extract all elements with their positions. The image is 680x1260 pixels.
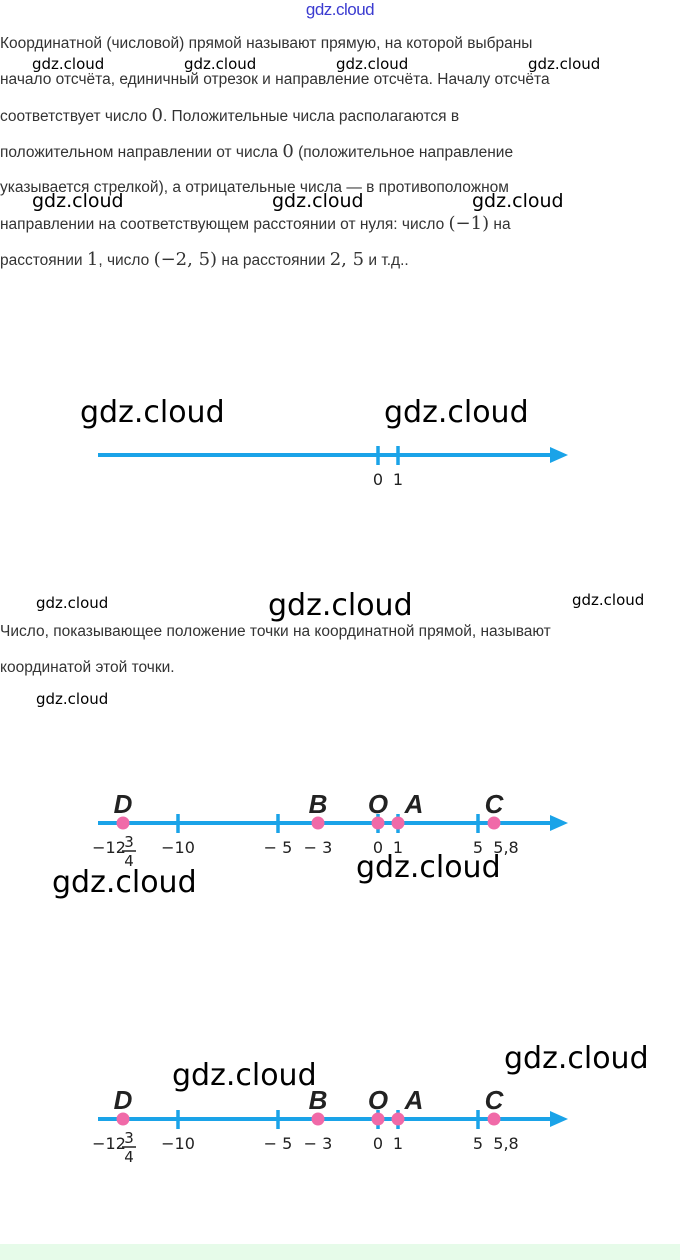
tick-label: 0: [373, 838, 383, 857]
text-line: координатой этой точки.: [0, 659, 175, 676]
watermark: gdz.cloud: [268, 588, 413, 623]
text-line: положительном направлении от числа 0 (по…: [0, 134, 680, 171]
tick-label: −10: [161, 838, 195, 857]
watermark: gdz.cloud: [336, 55, 409, 73]
point-label: A: [404, 1085, 424, 1115]
text-segment: . Положительные числа располагаются в: [162, 108, 460, 125]
text-line: Координатной (числовой) прямой называют …: [0, 35, 533, 52]
point-coordinate: − 3: [304, 1134, 333, 1153]
point-label: B: [309, 789, 328, 819]
watermark: gdz.cloud: [472, 190, 564, 212]
math-expression: 0: [151, 105, 163, 126]
text-segment: на расстоянии: [217, 252, 330, 269]
point-label: O: [368, 789, 388, 819]
tick-label: −10: [161, 1134, 195, 1153]
watermark: gdz.cloud: [172, 1058, 317, 1093]
point-D: [116, 1112, 130, 1126]
tick-label: − 5: [264, 838, 293, 857]
point-label: D: [114, 789, 133, 819]
text-segment: и т.д..: [364, 252, 409, 269]
axis-arrow: [550, 1111, 568, 1127]
point-label: O: [368, 1085, 388, 1115]
watermark: gdz.cloud: [272, 190, 364, 212]
point-label: C: [485, 1085, 505, 1115]
point-label: C: [485, 789, 505, 819]
point-label: D: [114, 1085, 133, 1115]
point-label: A: [404, 789, 424, 819]
text-line: расстоянии 1, число (−2, 5) на расстояни…: [0, 242, 680, 279]
tick-label: − 5: [264, 1134, 293, 1153]
tick-label: 0: [373, 1134, 383, 1153]
text-segment: (положительное направление: [293, 144, 514, 161]
text-segment: на: [489, 216, 511, 233]
point-coordinate: − 3: [304, 838, 333, 857]
point-A: [391, 816, 405, 830]
text-segment: соответствует число: [0, 108, 152, 125]
watermark: gdz.cloud: [36, 594, 109, 612]
tick-label: 5: [473, 838, 483, 857]
axis-arrow: [550, 447, 568, 463]
fraction-numerator: 3: [124, 833, 134, 851]
math-expression: (−1): [448, 213, 490, 234]
math-expression: 1: [86, 249, 99, 270]
tick-label: 0: [373, 470, 383, 485]
point-C: [487, 1112, 501, 1126]
text-segment: направлении на соответствующем расстояни…: [0, 216, 449, 233]
watermark: gdz.cloud: [80, 395, 225, 430]
watermark: gdz.cloud: [504, 1041, 649, 1076]
point-O: [371, 816, 385, 830]
point-coordinate: −12: [92, 838, 126, 857]
watermark: gdz.cloud: [356, 850, 501, 885]
text-segment: положительном направлении от числа: [0, 144, 283, 161]
watermark: gdz.cloud: [572, 591, 645, 609]
tick-label: 1: [393, 470, 403, 485]
watermark: gdz.cloud: [528, 55, 601, 73]
watermark: gdz.cloud: [32, 190, 124, 212]
watermark: gdz.cloud: [32, 55, 105, 73]
math-expression: 0: [282, 141, 294, 162]
point-D: [116, 816, 130, 830]
tick-label: 5: [473, 1134, 483, 1153]
text-line: соответствует число 0. Положительные чис…: [0, 98, 680, 135]
text-line: начало отсчёта, единичный отрезок и напр…: [0, 71, 550, 88]
point-coordinate: 5,8: [493, 838, 518, 857]
watermark: gdz.cloud: [384, 395, 529, 430]
math-expression: (−2, 5): [153, 249, 218, 270]
text-segment: , число: [98, 252, 154, 269]
footer-bar: [0, 1244, 680, 1260]
text-line: указывается стрелкой), а отрицательные ч…: [0, 179, 509, 196]
watermark: gdz.cloud: [36, 690, 109, 708]
point-C: [487, 816, 501, 830]
tick-label: 1: [393, 838, 403, 857]
watermark: gdz.cloud: [184, 55, 257, 73]
site-header[interactable]: gdz.cloud: [305, 0, 375, 19]
point-coordinate: −12: [92, 1134, 126, 1153]
axis-arrow: [550, 815, 568, 831]
point-O: [371, 1112, 385, 1126]
text-line: Число, показывающее положение точки на к…: [0, 623, 551, 640]
point-A: [391, 1112, 405, 1126]
fraction-denominator: 4: [124, 852, 134, 870]
point-label: B: [309, 1085, 328, 1115]
text-segment: расстоянии: [0, 252, 87, 269]
point-coordinate: 5,8: [493, 1134, 518, 1153]
math-expression: 2, 5: [329, 249, 365, 270]
point-B: [311, 816, 325, 830]
text-line: направлении на соответствующем расстояни…: [0, 206, 680, 243]
fraction-numerator: 3: [124, 1129, 134, 1147]
fraction-denominator: 4: [124, 1148, 134, 1166]
point-B: [311, 1112, 325, 1126]
watermark: gdz.cloud: [52, 865, 197, 900]
tick-label: 1: [393, 1134, 403, 1153]
